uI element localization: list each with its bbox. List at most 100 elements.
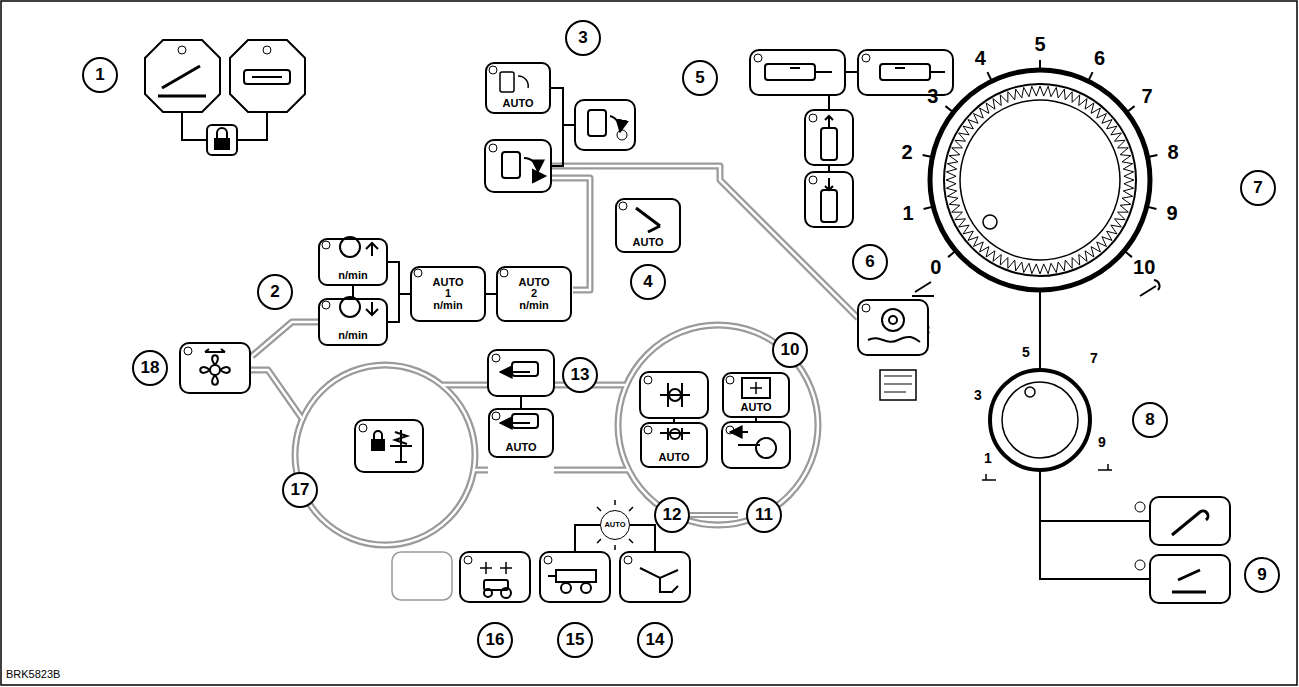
dial-tooth [1124, 180, 1134, 188]
button-label: AUTO [740, 402, 773, 414]
steering-buttons [551, 88, 575, 166]
hitch-rate-dial [982, 464, 1112, 480]
callout-text: 6 [865, 253, 874, 271]
tractor-outline [295, 365, 475, 545]
hitch-lock-buttons [244, 70, 290, 84]
callout-number: 8 [1132, 402, 1168, 438]
dial-tooth [952, 140, 963, 148]
button-label: AUTO [632, 237, 665, 249]
steering-buttons [617, 130, 627, 140]
dial-tooth [947, 156, 958, 164]
dial-tooth [949, 204, 960, 212]
implement-buttons [561, 583, 571, 593]
callout-number: 6 [852, 244, 888, 280]
callout-number: 11 [746, 497, 782, 533]
dial-tooth [1072, 258, 1080, 269]
button-link-line [352, 286, 354, 298]
callout-text: 15 [566, 631, 585, 649]
callout-text: 13 [571, 366, 590, 384]
implement-buttons [548, 575, 556, 577]
callout-text: 12 [663, 506, 682, 524]
hitch-position-dial [1140, 280, 1160, 296]
dial-scale-number: 3 [974, 388, 982, 402]
callout-text: 10 [781, 341, 800, 359]
drive-buttons [492, 354, 500, 362]
hitch-position-dial [1040, 290, 1150, 579]
hitch-rate-dial [1002, 382, 1078, 458]
dial-tooth [1120, 204, 1131, 212]
control-button: AUTO [615, 198, 681, 253]
implement-buttons [590, 500, 640, 550]
engine-speed-icons [322, 237, 508, 317]
dial-tooth [986, 99, 995, 110]
steering-buttons [533, 170, 545, 182]
hitch-position-dial [912, 282, 934, 296]
implement-buttons [540, 552, 610, 602]
engine-speed-icons [322, 301, 330, 309]
dial-tooth [1008, 89, 1016, 100]
dial-tick [948, 249, 957, 257]
tractor-outline [252, 322, 318, 356]
dial-scale-number: 2 [901, 142, 912, 162]
dial-tooth [1024, 86, 1032, 96]
lock-fan-buttons [205, 349, 225, 352]
control-button: n/min [318, 238, 388, 286]
hitch-buttons [1135, 502, 1145, 512]
drawing-code: BRK5823B [6, 669, 60, 680]
control-button: n/min [318, 298, 388, 346]
remote-valve-buttons [754, 54, 762, 62]
wheel-slip-button [858, 300, 928, 400]
callout-text: 5 [695, 69, 704, 87]
control-button: AUTO [722, 372, 790, 418]
dial-tooth [946, 164, 956, 172]
remote-valve-buttons [880, 64, 930, 80]
callout-number: 3 [565, 20, 601, 56]
drive-buttons [726, 426, 734, 434]
tractor-outline [548, 166, 858, 318]
callout-number: 1 [82, 57, 118, 93]
dial-tooth [993, 95, 1001, 106]
dial-tooth [1124, 172, 1134, 180]
dial-tooth [946, 188, 956, 196]
remote-valve-buttons [825, 116, 833, 128]
dial-scale-number: 1 [984, 451, 992, 465]
dial-tooth [955, 219, 966, 227]
implement-buttons [556, 570, 596, 582]
hitch-buttons [1172, 511, 1208, 535]
dial-tooth [1122, 196, 1133, 204]
dial-tick [987, 72, 992, 83]
dial-tooth [949, 148, 960, 156]
callout-number: 15 [557, 622, 593, 658]
dial-tooth [1122, 156, 1133, 164]
hitch-buttons [1172, 570, 1206, 592]
engine-speed-icons [340, 297, 360, 317]
drive-buttons [512, 362, 538, 376]
hitch-position-dial [944, 84, 1136, 276]
hitch-position-dial [983, 215, 997, 229]
implement-buttons [480, 562, 512, 574]
steering-buttons [575, 100, 635, 150]
dial-tooth [1056, 87, 1064, 98]
steering-buttons [502, 152, 520, 178]
button-label: 1 [444, 288, 452, 300]
hitch-lock-buttons [230, 40, 305, 112]
callout-number: 16 [477, 622, 513, 658]
dial-tooth [1008, 260, 1016, 271]
remote-valve-buttons [809, 114, 817, 122]
dial-scale-number: 4 [975, 48, 986, 68]
implement-buttons [544, 556, 552, 564]
dial-scale-number: 5 [1034, 34, 1045, 54]
dial-tooth [1000, 92, 1008, 103]
drive-buttons [660, 383, 690, 407]
button-link-line [388, 262, 410, 294]
remote-valve-buttons [825, 178, 833, 190]
implement-buttons [620, 552, 690, 602]
dial-tooth [1032, 86, 1040, 96]
drive-buttons [722, 422, 790, 468]
wheel-slip-button [880, 370, 916, 400]
hitch-buttons [1150, 555, 1230, 603]
dial-tooth [1064, 89, 1072, 100]
dial-scale-number: 9 [1098, 435, 1106, 449]
